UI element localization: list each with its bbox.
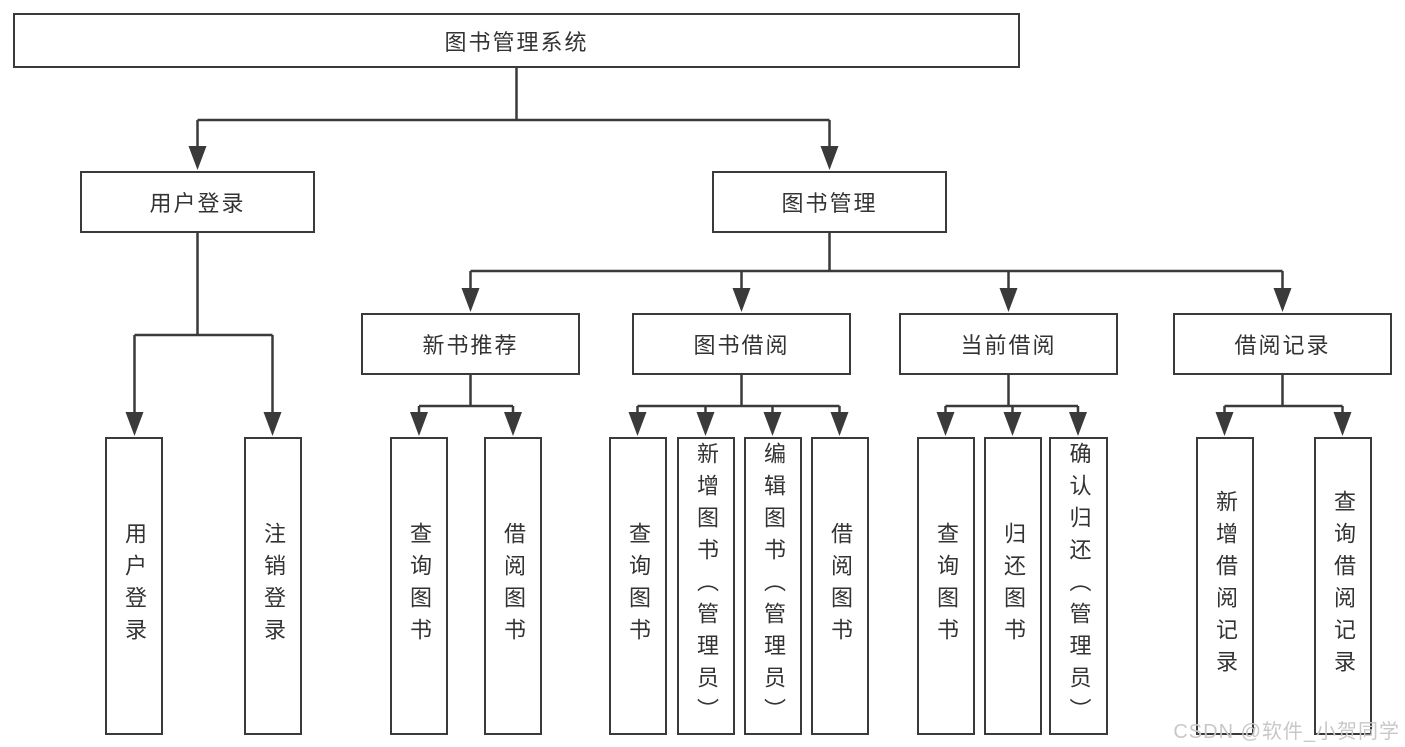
- arrowhead-icon: [263, 412, 282, 436]
- node-borrowing-records: 借阅记录: [1173, 313, 1392, 375]
- arrowhead-icon: [830, 412, 849, 436]
- csdn-watermark: CSDN @软件_小贺同学: [1173, 721, 1400, 743]
- arrowhead-icon: [1215, 412, 1234, 436]
- node-book-management: 图书管理: [712, 171, 947, 233]
- node-label: 借阅记录: [1234, 333, 1331, 358]
- node-new-book-recommendation: 新书推荐: [361, 313, 580, 375]
- node-label: 归还图书: [1001, 522, 1026, 650]
- arrowhead-icon: [628, 412, 647, 436]
- node-label: 新增借阅记录: [1213, 490, 1238, 682]
- node-edit-books-admin: 编辑图书（管理员）: [744, 437, 802, 735]
- node-user-login-action: 用户登录: [105, 437, 163, 735]
- node-label: 注销登录: [261, 522, 286, 650]
- node-label: 新书推荐: [422, 333, 519, 358]
- node-label: 借阅图书: [828, 522, 853, 650]
- node-label: 查询图书: [934, 522, 959, 650]
- arrowhead-icon: [1003, 412, 1022, 436]
- node-label: 借阅图书: [501, 522, 526, 650]
- node-label: 图书借阅: [693, 333, 790, 358]
- node-label: 查询借阅记录: [1331, 490, 1356, 682]
- node-label: 图书管理: [781, 191, 878, 216]
- node-confirm-return-admin: 确认归还（管理员）: [1049, 437, 1108, 735]
- node-query-books-borrow: 查询图书: [609, 437, 667, 735]
- node-borrow-books-recommend: 借阅图书: [484, 437, 542, 735]
- node-label: 查询图书: [407, 522, 432, 650]
- node-query-books-recommend: 查询图书: [390, 437, 448, 735]
- node-label: 编辑图书（管理员）: [761, 442, 786, 730]
- arrowhead-icon: [999, 288, 1018, 312]
- node-query-borrow-record: 查询借阅记录: [1314, 437, 1372, 735]
- arrowhead-icon: [504, 412, 522, 436]
- arrowhead-icon: [1333, 412, 1352, 436]
- arrowhead-icon: [410, 412, 428, 436]
- arrowhead-icon: [125, 412, 144, 436]
- arrowhead-icon: [732, 288, 751, 312]
- arrowhead-icon: [1273, 288, 1292, 312]
- arrowhead-icon: [936, 412, 955, 436]
- node-add-borrow-record: 新增借阅记录: [1196, 437, 1254, 735]
- node-label: 新增图书（管理员）: [694, 442, 719, 730]
- node-logout-action: 注销登录: [244, 437, 302, 735]
- node-label: 图书管理系统: [444, 29, 589, 55]
- node-library-management-system: 图书管理系统: [13, 13, 1020, 68]
- arrowhead-icon: [1069, 412, 1087, 436]
- node-label: 用户登录: [122, 522, 147, 650]
- node-return-books: 归还图书: [984, 437, 1042, 735]
- arrowhead-icon: [188, 146, 207, 170]
- arrowhead-icon: [820, 146, 839, 170]
- node-book-borrowing: 图书借阅: [632, 313, 851, 375]
- node-label: 用户登录: [149, 191, 246, 216]
- node-label: 查询图书: [626, 522, 651, 650]
- node-borrow-books: 借阅图书: [811, 437, 869, 735]
- arrowhead-icon: [763, 412, 782, 436]
- arrowhead-icon: [696, 412, 715, 436]
- arrowhead-icon: [461, 288, 480, 312]
- node-query-books-current: 查询图书: [917, 437, 975, 735]
- node-user-login: 用户登录: [80, 171, 315, 233]
- node-current-borrowing: 当前借阅: [899, 313, 1118, 375]
- node-add-books-admin: 新增图书（管理员）: [677, 437, 735, 735]
- node-label: 当前借阅: [960, 333, 1057, 358]
- node-label: 确认归还（管理员）: [1066, 442, 1092, 730]
